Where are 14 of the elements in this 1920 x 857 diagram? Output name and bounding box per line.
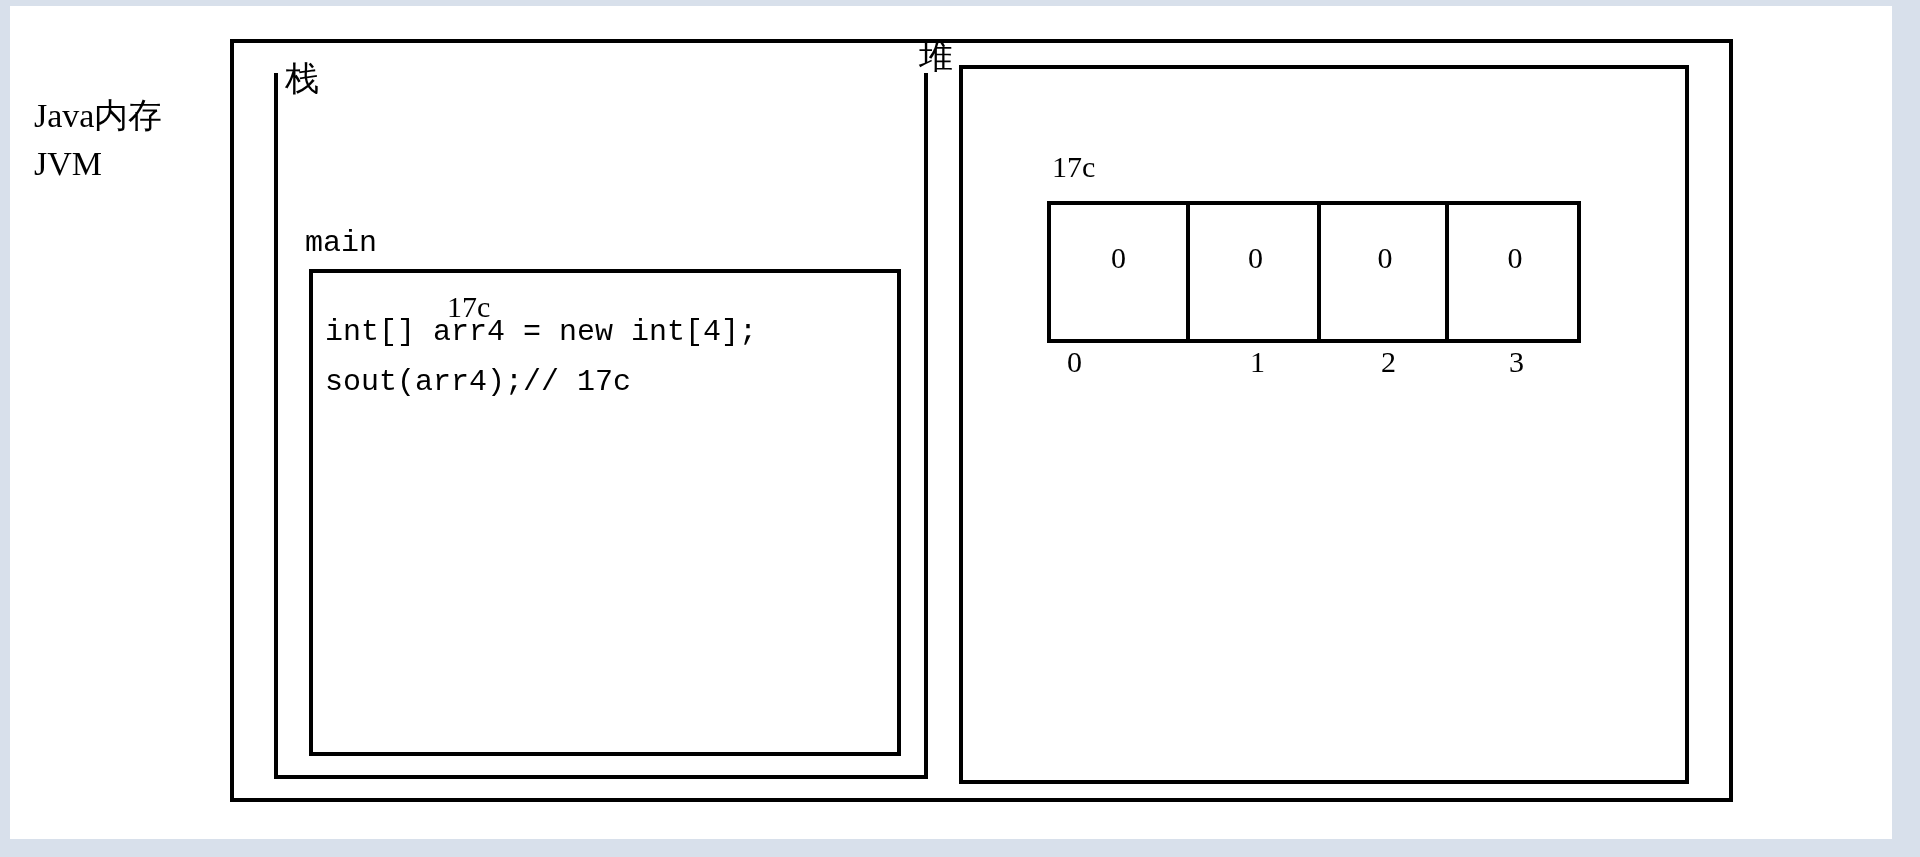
index-number: 2: [1381, 345, 1396, 378]
index-number: 3: [1509, 345, 1524, 378]
index-number: 1: [1250, 345, 1265, 378]
index-number: 0: [1067, 345, 1082, 378]
area-title: 栈: [285, 60, 319, 98]
area-title: 堆: [919, 38, 953, 76]
frame-label: main: [305, 227, 377, 260]
cell-value: 0: [1376, 241, 1394, 274]
code-line: sout(arr4);// 17c: [325, 366, 632, 399]
address-text: 17c: [1052, 150, 1096, 183]
area-title: Java内存 JVM: [34, 96, 164, 184]
cell-value: 0: [1506, 241, 1524, 274]
cell-value: 0: [1247, 241, 1264, 274]
cell-value: 0: [1110, 241, 1127, 274]
